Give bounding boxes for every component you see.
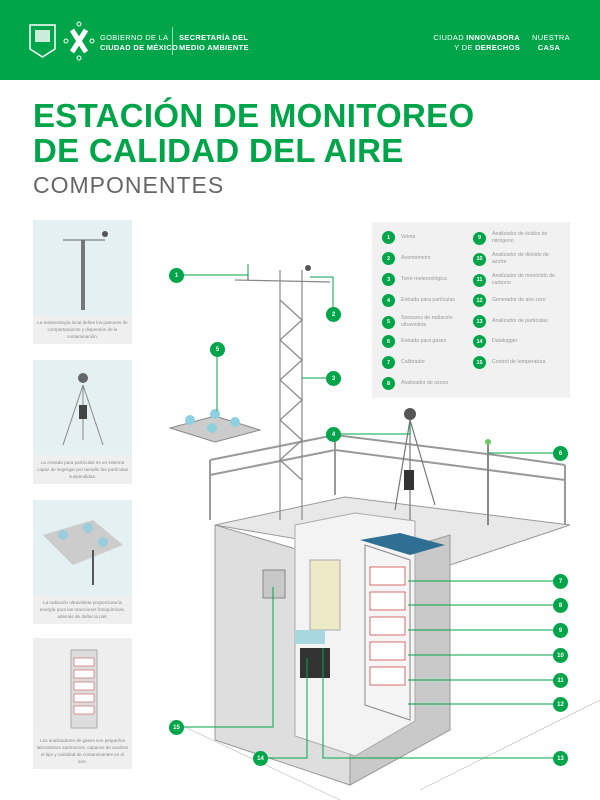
panel-caption: La meteorología local define los patrone… [33,315,132,344]
callout-15: 15 [169,720,184,735]
tower-illustration [33,220,132,315]
callout-3: 3 [326,371,341,386]
callout-8: 8 [553,598,568,613]
page-subtitle: COMPONENTES [33,172,225,198]
callout-10: 10 [553,648,568,663]
panel-caption: La radiación ultravioleta proporciona la… [33,595,132,624]
cdmx-symbol-icon [69,28,89,54]
callout-4: 4 [326,427,341,442]
rack-illustration [33,638,132,733]
callout-9: 9 [553,623,568,638]
callout-5: 5 [210,342,225,357]
panel-meteorology: La meteorología local define los patrone… [33,220,132,344]
panel-analyzers: Los analizadores de gases son pequeños l… [33,638,132,769]
callout-1: 1 [169,268,184,283]
callout-7: 7 [553,574,568,589]
callout-6: 6 [553,446,568,461]
cdmx-logos [29,21,95,61]
panel-caption: La entrada para partículas es un sistema… [33,455,132,484]
panel-uv: La radiación ultravioleta proporciona la… [33,500,132,624]
panel-caption: Los analizadores de gases son pequeños l… [33,733,132,769]
callout-12: 12 [553,697,568,712]
callout-2: 2 [326,307,341,322]
tripod-illustration [33,360,132,455]
callout-13: 13 [553,751,568,766]
callout-14: 14 [253,751,268,766]
callout-11: 11 [553,673,568,688]
uv-sensors-illustration [33,500,132,595]
panel-particles: La entrada para partículas es un sistema… [33,360,132,484]
divider [172,27,173,55]
coat-of-arms-icon [29,24,56,58]
slogan: CIUDAD INNOVADORA Y DE DERECHOS [433,33,520,52]
